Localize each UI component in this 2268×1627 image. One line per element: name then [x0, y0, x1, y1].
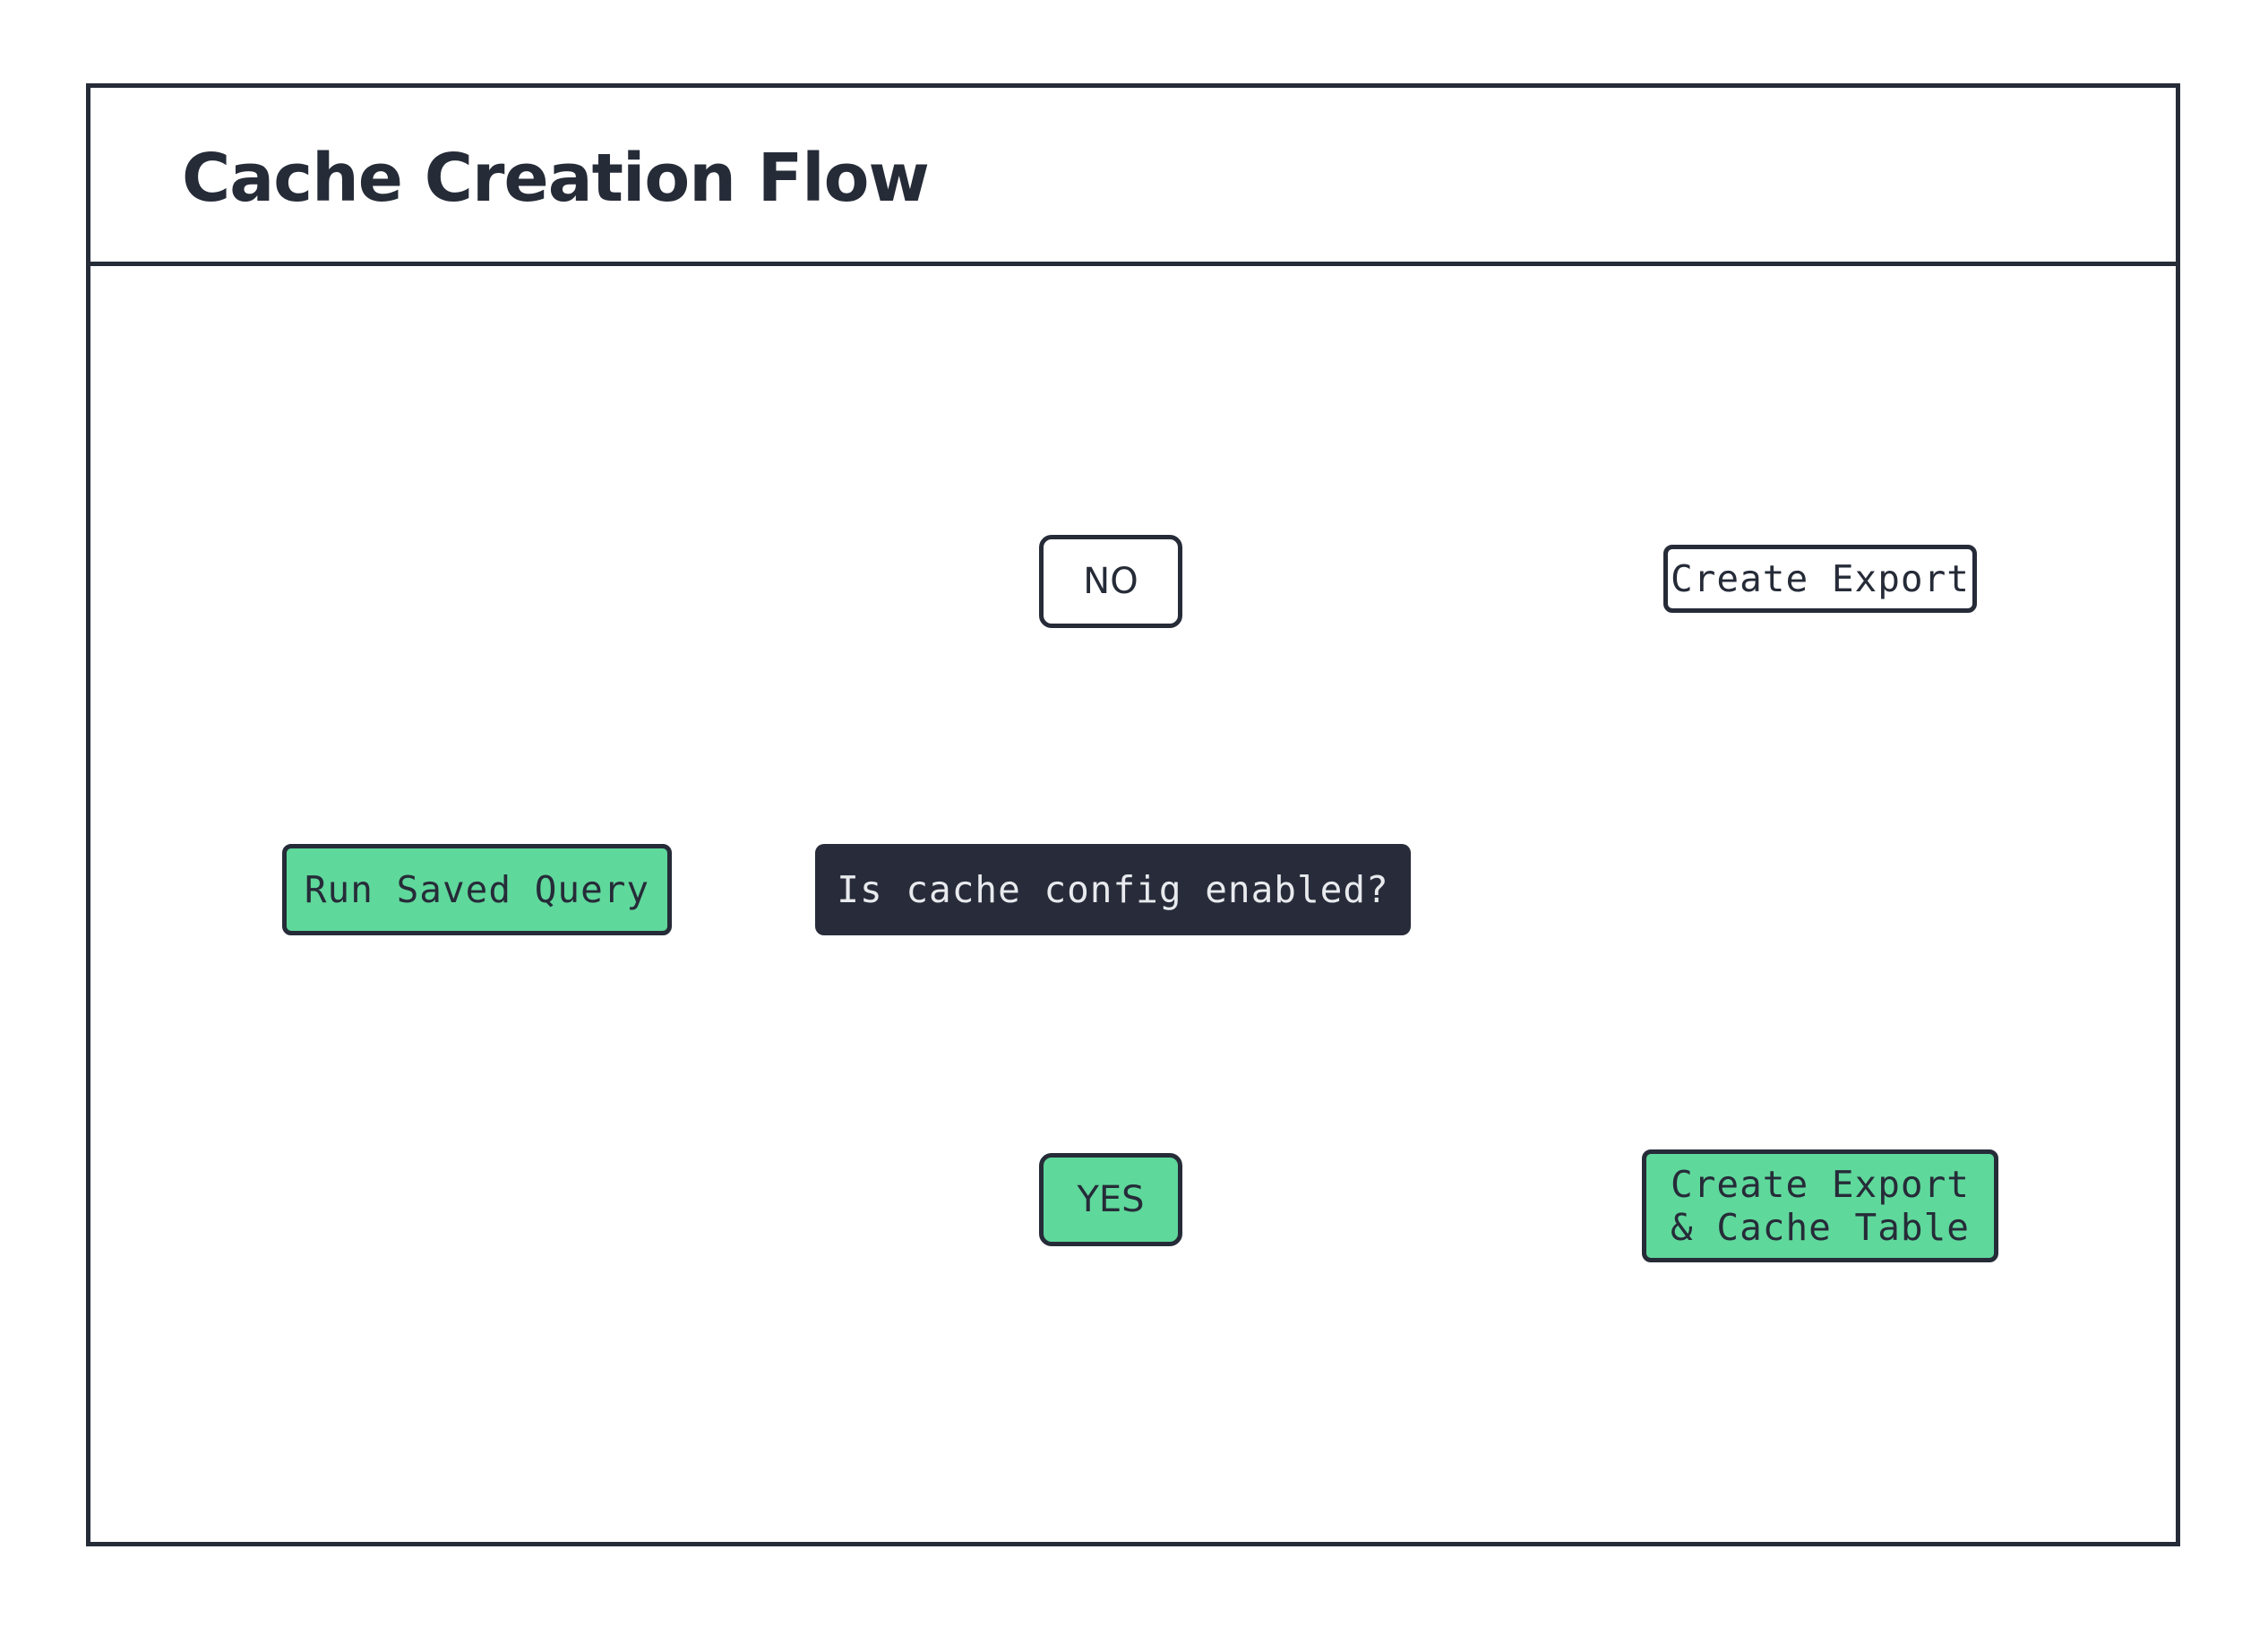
page-title: Cache Creation Flow — [182, 140, 930, 217]
create-export-cache-line-1: Create Export — [1671, 1162, 1970, 1206]
create-export-cache-line-2: & Cache Table — [1671, 1206, 1970, 1249]
node-is-cache-config-enabled[interactable]: Is cache config enabled? — [815, 844, 1411, 935]
branch-label-no[interactable]: NO — [1039, 535, 1182, 628]
node-create-export-cache-table-label[interactable]: Create Export & Cache Table — [1642, 1149, 1998, 1262]
create-export-text: Create Export — [1671, 556, 1970, 600]
diagram-frame: Cache Creation Flow — [86, 83, 2180, 1546]
node-create-export-label[interactable]: Create Export — [1663, 545, 1977, 613]
diagram-header: Cache Creation Flow — [90, 88, 2176, 266]
node-run-saved-query[interactable]: Run Saved Query — [282, 844, 672, 935]
branch-label-yes[interactable]: YES — [1039, 1153, 1182, 1246]
